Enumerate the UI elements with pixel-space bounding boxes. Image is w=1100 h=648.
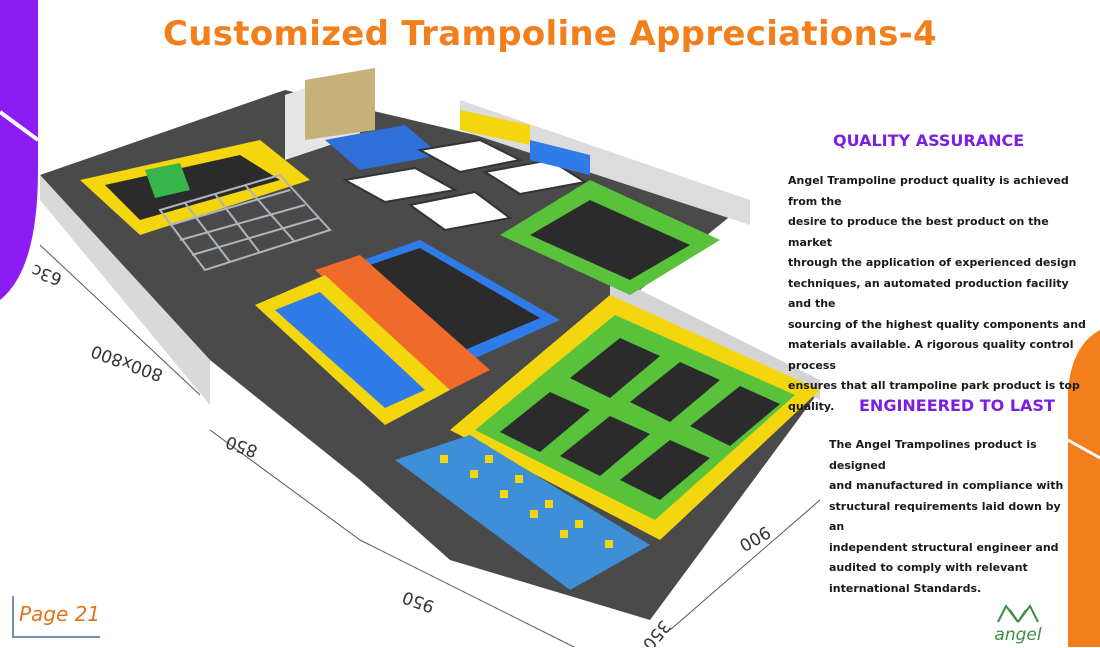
- quality-line: materials available. A rigorous quality …: [788, 338, 1074, 372]
- quality-line: Angel Trampoline product quality is achi…: [788, 174, 1069, 208]
- dimension-label: 850: [223, 431, 260, 461]
- quality-assurance-text: Angel Trampoline product quality is achi…: [788, 171, 1088, 417]
- angel-logo: angel: [978, 602, 1058, 645]
- angel-wings-icon: angel: [994, 604, 1042, 645]
- quality-line: sourcing of the highest quality componen…: [788, 317, 1086, 331]
- page-number-label: Page 21: [12, 596, 101, 638]
- quality-assurance-heading: QUALITY ASSURANCE: [833, 131, 1025, 150]
- left-purple-accent: [0, 0, 38, 300]
- page-title: Customized Trampoline Appreciations-4: [163, 14, 937, 54]
- engineered-line: international Standards.: [829, 581, 982, 595]
- quality-line: desire to produce the best product on th…: [788, 215, 1049, 249]
- quality-line: through the application of experienced d…: [788, 256, 1077, 269]
- dimension-label: 800x800: [88, 340, 165, 384]
- quality-line: techniques, an automated production faci…: [788, 276, 1069, 311]
- engineered-line: The Angel Trampolines product is designe…: [829, 438, 1037, 472]
- dimension-label: 950: [400, 586, 437, 616]
- engineered-to-last-heading: ENGINEERED TO LAST: [859, 396, 1055, 415]
- trampoline-park-illustration: 63c 800x800 850 950 900 350: [30, 68, 820, 647]
- engineered-line: independent structural engineer and: [829, 540, 1059, 554]
- engineered-line: and manufactured in compliance with: [829, 479, 1064, 492]
- right-orange-accent: [1068, 330, 1100, 647]
- logo-text: angel: [994, 625, 1041, 644]
- dimension-label: 900: [736, 521, 774, 555]
- quality-line: ensures that all trampoline park product…: [788, 379, 1080, 413]
- engineered-line: audited to comply with relevant: [829, 561, 1028, 574]
- dimension-label: 350: [638, 616, 674, 647]
- engineered-line: structural requirements laid down by an: [829, 499, 1061, 534]
- engineered-to-last-text: The Angel Trampolines product is designe…: [829, 435, 1079, 599]
